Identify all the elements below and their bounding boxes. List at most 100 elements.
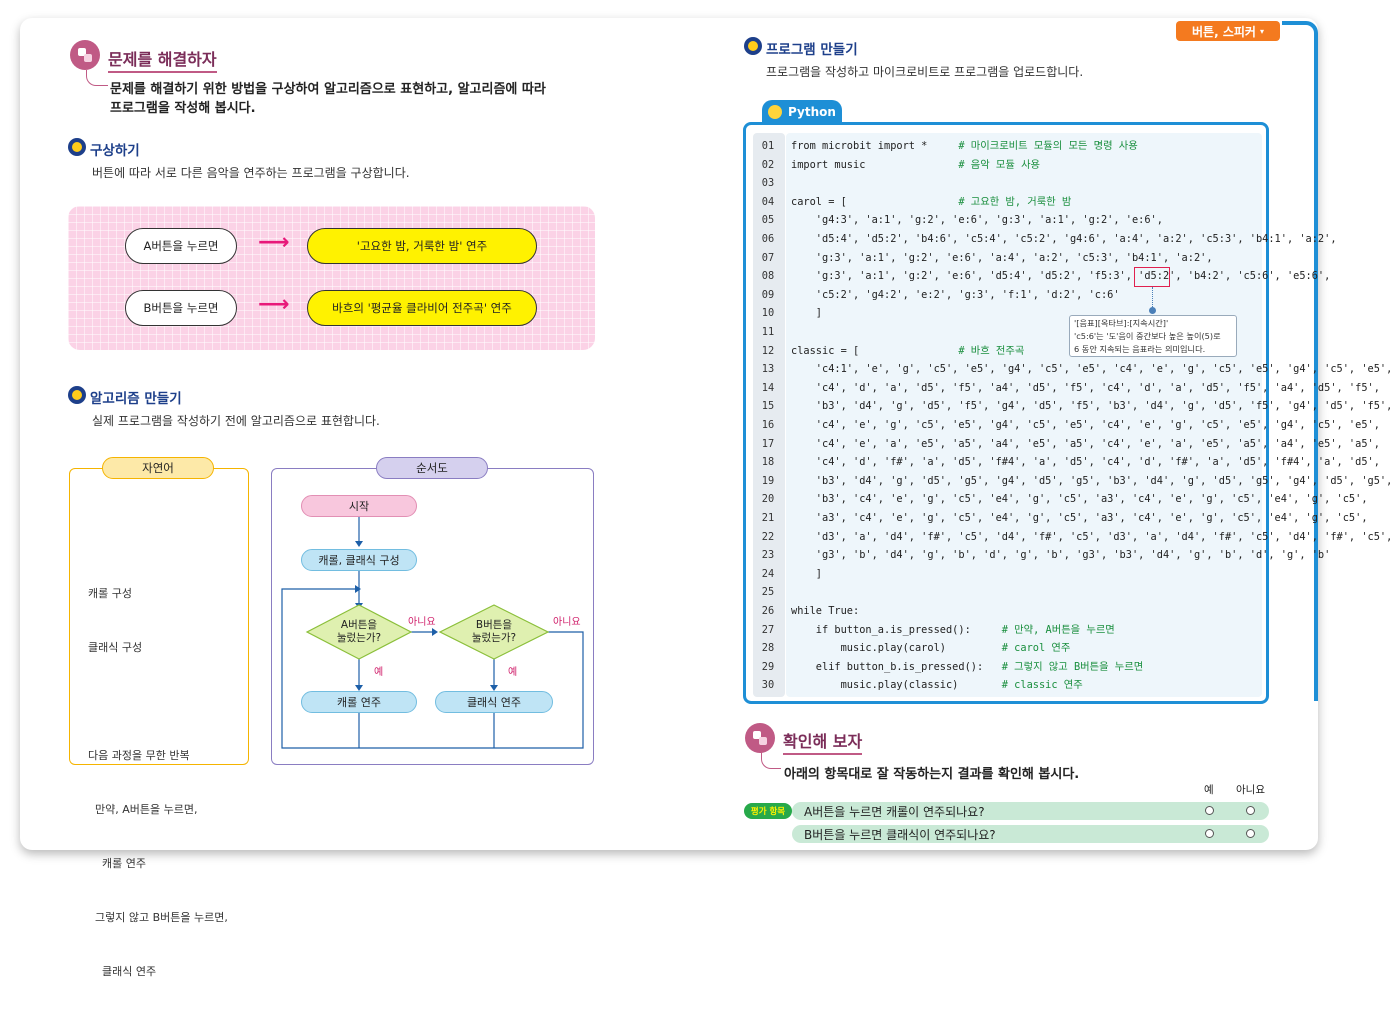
code-statement: 'd5:4', 'd5:2', 'b4:6', 'c5:4', 'c5:2', … [791,233,1337,245]
code-area [786,133,1262,697]
radio-no-b[interactable] [1246,829,1255,838]
natural-line: 만약, A버튼을 누르면, [88,803,198,816]
algorithm-desc: 실제 프로그램을 작성하기 전에 알고리즘으로 표현합니다. [92,414,380,428]
code-comment: # 그렇지 않고 B버튼을 누르면 [1001,660,1144,673]
check-item-label: A버튼을 누르면 캐롤이 연주되나요? [804,804,985,819]
callout-pointer [1152,287,1153,309]
code-panel: 01 from microbit import * # 마이크로비트 모듈의 모든… [743,122,1392,704]
plan-condition-a: A버튼을 누르면 [125,228,237,264]
line-number: 08 [761,270,775,283]
problem-desc: 문제를 해결하기 위한 방법을 구상하여 알고리즘으로 표현하고, 알고리즘에 … [110,80,546,118]
code-comment: # 음악 모듈 사용 [958,158,1041,171]
code-statement: elif button_b.is_pressed(): [791,660,1002,673]
line-number: 03 [761,177,775,190]
radio-no-a[interactable] [1246,806,1255,815]
code-text: 'c4', 'e', 'a', 'e5', 'a5', 'a4', 'e5', … [791,435,1380,454]
check-item-label: B버튼을 누르면 클래식이 연주되나요? [804,827,996,842]
program-title: 프로그램 만들기 [766,42,858,58]
code-text: 'b3', 'c4', 'e', 'g', 'c5', 'e4', 'g', '… [791,490,1368,509]
plan-result-a: '고요한 밤, 거룩한 밤' 연주 [307,228,537,264]
code-text: import music # 음악 모듈 사용 [791,156,1040,175]
plan-condition-b: B버튼을 누르면 [125,290,237,326]
code-text: elif button_b.is_pressed(): # 그렇지 않고 B버튼… [791,658,1143,677]
natural-line: 그렇지 않고 B버튼을 누르면, [88,911,228,924]
problem-desc-line2: 프로그램을 작성해 봅시다. [110,101,256,116]
code-text: 'd5:4', 'd5:2', 'b4:6', 'c5:4', 'c5:2', … [791,230,1337,249]
line-number: 16 [761,419,775,431]
line-number: 25 [761,586,775,599]
flow-start: 시작 [301,495,417,517]
line-number: 23 [761,549,775,562]
code-statement: 'g:3', 'a:1', 'g:2', 'e:6', 'a:4', 'a:2'… [791,251,1213,264]
code-statement: music.play(carol) [791,642,1002,655]
code-text: 'c4', 'd', 'f#', 'a', 'd5', 'f#4', 'a', … [791,453,1380,472]
plan-desc: 버튼에 따라 서로 다른 음악을 연주하는 프로그램을 구상합니다. [92,166,410,180]
code-text: 'c4', 'e', 'g', 'c5', 'e5', 'g4', 'c5', … [791,416,1380,435]
algorithm-title: 알고리즘 만들기 [90,391,182,407]
line-number: 07 [761,251,775,264]
code-statement: 'c4', 'd', 'a', 'd5', 'f5', 'a4', 'd5', … [791,381,1380,394]
line-number: 22 [761,530,775,543]
python-icon [768,105,782,119]
radio-yes-b[interactable] [1205,829,1214,838]
line-number: 01 [761,140,775,152]
flowchart-box: 순서도 시작 캐롤, 클래식 [271,457,594,765]
code-text: if button_a.is_pressed(): # 만약, A버튼을 누르면 [791,621,1115,640]
python-logo-icon [70,40,100,70]
callout-line: 'c5:6'는 '도'음이 중간보다 높은 높이(5)로 [1074,331,1221,341]
lightbulb-icon [744,37,762,55]
code-text: music.play(classic) # classic 연주 [791,676,1083,695]
natural-line: 클래식 연주 [88,965,157,978]
line-number: 14 [761,381,775,394]
decision-b-line2: 눌렀는가? [471,632,517,644]
flow-decision-a: A버튼을 눌렀는가? [329,619,389,645]
line-number: 17 [761,437,775,450]
code-statement: 'b3', 'c4', 'e', 'g', 'c5', 'e4', 'g', '… [791,493,1368,506]
code-statement: ] [791,307,822,320]
code-text: 'b3', 'd4', 'g', 'd5', 'f5', 'g4', 'd5',… [791,397,1392,416]
code-statement: carol = [ [791,195,959,208]
line-number: 30 [761,679,775,692]
code-comment: # 마이크로비트 모듈의 모든 명령 사용 [958,140,1138,152]
program-desc: 프로그램을 작성하고 마이크로비트로 프로그램을 업로드합니다. [766,65,1084,79]
check-title: 확인해 보자 [783,728,863,755]
code-comment: # 만약, A버튼을 누르면 [1001,623,1115,636]
line-number: 09 [761,288,775,301]
line-number: 10 [761,307,775,320]
code-text: while True: [791,602,859,621]
code-text: 'a3', 'c4', 'e', 'g', 'c5', 'e4', 'g', '… [791,509,1368,528]
lightbulb-icon [68,138,86,156]
flow-play-classic: 클래식 연주 [435,691,553,713]
radio-yes-a[interactable] [1205,806,1214,815]
line-number: 12 [761,344,775,357]
code-statement: 'c4:1', 'e', 'g', 'c5', 'e5', 'g4', 'c5'… [791,363,1392,376]
topic-tag: 버튼, 스피커▾ [1176,21,1280,41]
code-statement: from microbit import * [791,140,959,152]
code-text: ] [791,304,822,323]
plan-panel: A버튼을 누르면 ⟶ '고요한 밤, 거룩한 밤' 연주 B버튼을 누르면 ⟶ … [68,206,595,350]
code-statement: 'c4', 'd', 'f#', 'a', 'd5', 'f#4', 'a', … [791,456,1380,469]
decision-a-line1: A버튼을 [340,619,378,631]
natural-language-box: 자연어 캐롤 구성 클래식 구성 다음 과정을 무한 반복 만약, A버튼을 누… [69,457,249,978]
natural-line: 다음 과정을 무한 반복 [88,749,190,762]
python-tab[interactable]: Python [762,100,842,124]
callout-dot [1149,307,1156,314]
syntax-callout: '[음표][옥타브]:[지속시간]' 'c5:6'는 '도'음이 중간보다 높은… [1069,315,1237,357]
code-statement: 'b3', 'd4', 'g', 'd5', 'f5', 'g4', 'd5',… [791,400,1392,413]
code-statement: 'g:3', 'a:1', 'g:2', 'e:6', 'd5:4', 'd5:… [791,270,1331,283]
check-no-header: 아니요 [1236,784,1265,796]
code-text: 'g:3', 'a:1', 'g:2', 'e:6', 'd5:4', 'd5:… [791,267,1331,286]
plan-title: 구상하기 [90,143,140,159]
line-number: 28 [761,642,775,655]
flow-no-b: 아니요 [553,617,581,628]
plan-result-b: 바흐의 '평균율 클라비어 전주곡' 연주 [307,290,537,326]
code-statement: classic = [ [791,344,959,357]
code-statement: 'g4:3', 'a:1', 'g:2', 'e:6', 'g:3', 'a:1… [791,214,1163,227]
line-number: 20 [761,493,775,506]
code-statement: ] [791,567,822,580]
textbook-spread: 문제를 해결하자 문제를 해결하기 위한 방법을 구상하여 알고리즘으로 표현하… [20,18,1392,978]
caret-down-icon: ▾ [1259,26,1264,36]
topic-tag-label: 버튼, 스피커 [1192,24,1256,39]
line-number: 24 [761,567,775,580]
python-logo-icon [745,723,775,753]
